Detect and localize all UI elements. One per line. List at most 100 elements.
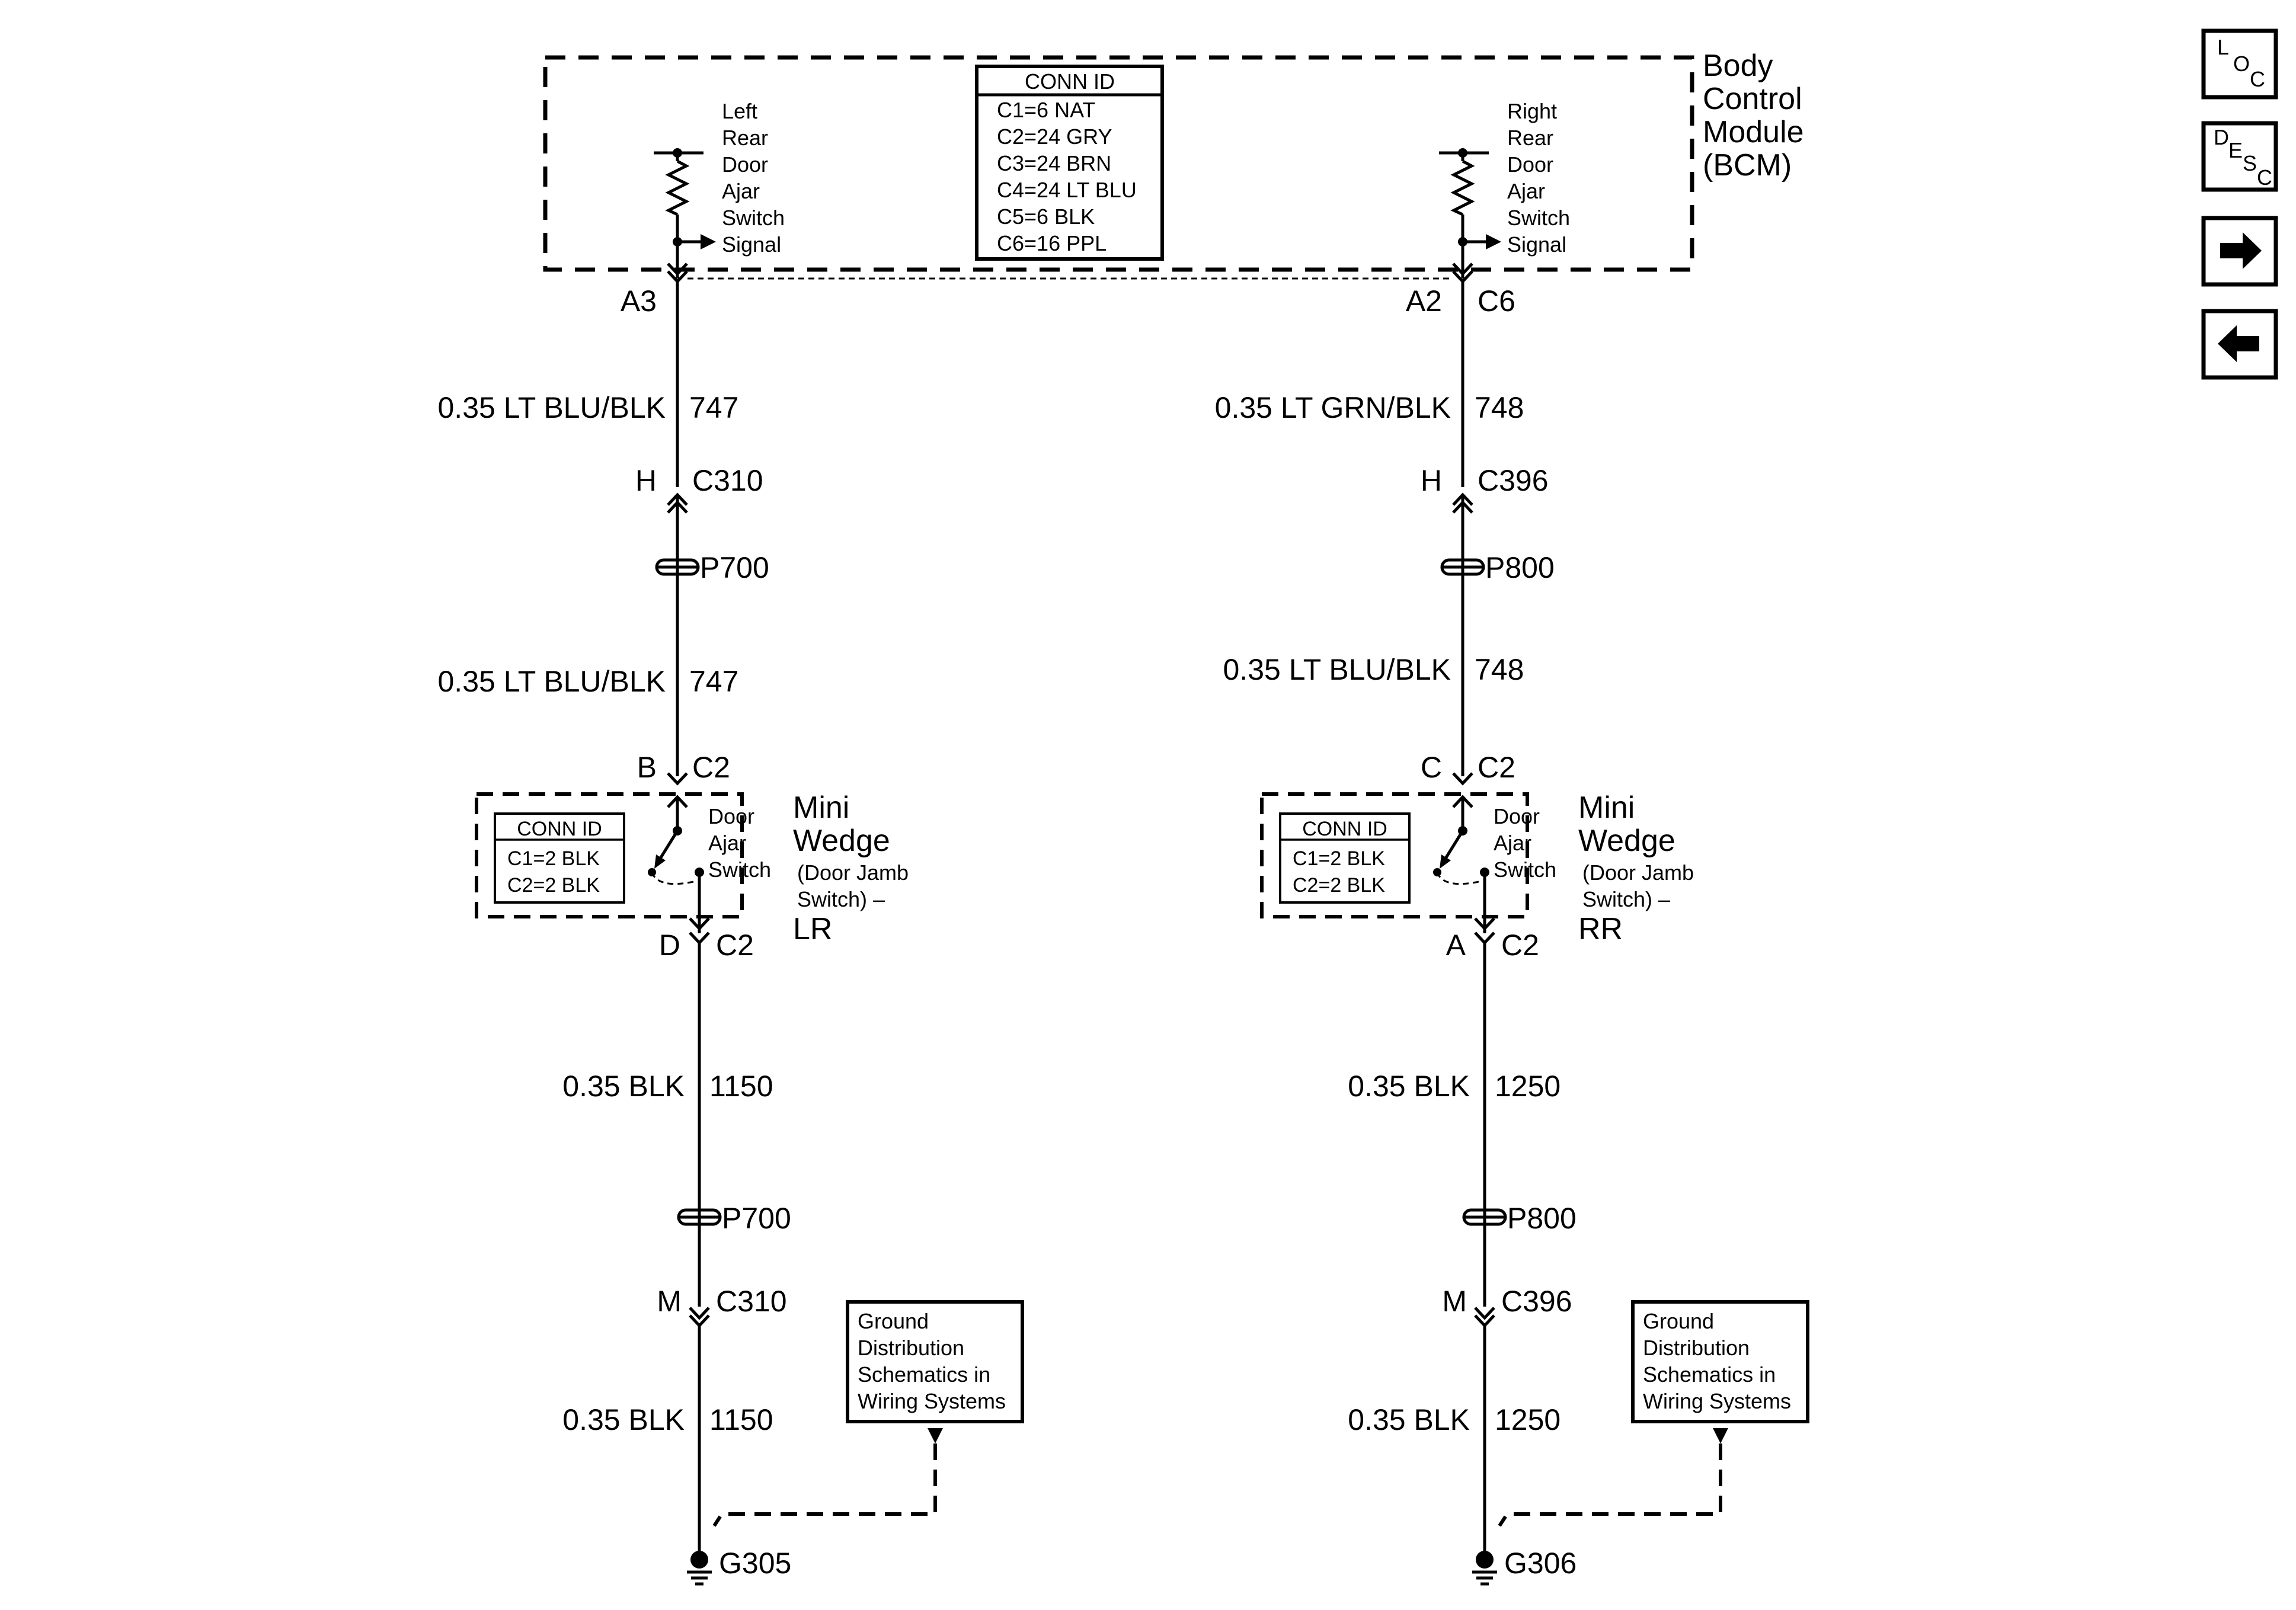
bcm-left-label: Signal <box>722 232 781 257</box>
left-wire1-circuit: 747 <box>689 391 738 424</box>
left-conn1-name: C310 <box>692 464 763 497</box>
right-ground-symbol <box>1472 1551 1497 1586</box>
right-switch-outline <box>1260 792 1529 918</box>
bcm-conn-row: C6=16 PPL <box>997 231 1107 255</box>
bcm-name-line-1: Body <box>1703 49 1773 83</box>
right-splice2 <box>1462 1208 1507 1226</box>
right-switch-desc: (Door Jamb <box>1582 860 1694 885</box>
svg-text:O: O <box>2233 52 2250 76</box>
bcm-left-label: Left <box>722 99 757 123</box>
bcm-module: Body Control Module (BCM) CONN ID C1=6 N… <box>543 49 1804 284</box>
svg-text:L: L <box>2217 35 2229 59</box>
bcm-conn-row: C4=24 LT BLU <box>997 178 1137 202</box>
arrow-right-icon <box>2220 232 2262 269</box>
left-splice1-label: P700 <box>700 551 769 584</box>
right-wire3-circuit: 1250 <box>1495 1070 1560 1103</box>
svg-text:C: C <box>2250 67 2265 91</box>
left-switch-label: Door <box>708 804 754 828</box>
left-switch-outline <box>475 792 744 918</box>
left-switch-desc: (Door Jamb <box>797 860 909 885</box>
bcm-conn-row: C1=6 NAT <box>997 98 1095 122</box>
left-switch-suffix: LR <box>793 912 832 946</box>
right-conn1-name: C396 <box>1478 464 1549 497</box>
loc-icon: L O C <box>2217 35 2265 91</box>
right-conn2-pin: M <box>1442 1285 1467 1318</box>
right-wire1-gauge-color: 0.35 LT GRN/BLK <box>1215 391 1451 424</box>
bcm-right-label: Switch <box>1507 206 1570 230</box>
right-switch-label: Switch <box>1494 857 1556 882</box>
bcm-conn-id-header: CONN ID <box>1025 69 1115 94</box>
prev-page-button[interactable] <box>2201 309 2278 380</box>
svg-text:S: S <box>2243 151 2257 175</box>
left-ground-ref-line: Ground <box>858 1309 929 1333</box>
left-bcm-pin: A3 <box>621 284 657 318</box>
bcm-left-label: Switch <box>722 206 785 230</box>
right-conn2-symbol <box>1474 1307 1495 1328</box>
left-switch-label: Ajar <box>708 831 746 855</box>
right-splice2-label: P800 <box>1507 1202 1576 1235</box>
left-ground-ref-line: Schematics in <box>858 1362 990 1387</box>
bcm-name-line-2: Control <box>1703 82 1802 116</box>
left-wire4-circuit: 1150 <box>709 1403 773 1436</box>
right-conn1-pin: H <box>1421 464 1442 497</box>
left-wire2-circuit: 747 <box>689 665 738 698</box>
right-switch-in-pin: C <box>1421 751 1442 784</box>
bcm-right-label: Rear <box>1507 126 1553 150</box>
left-ground-label: G305 <box>719 1547 791 1580</box>
right-switch-label: Door <box>1494 804 1540 828</box>
right-switch-conn-id-header: CONN ID <box>1302 818 1387 840</box>
left-switch-out-pin: D <box>659 929 680 962</box>
right-wire2-gauge-color: 0.35 LT BLU/BLK <box>1223 653 1451 686</box>
left-conn2-pin: M <box>657 1285 682 1318</box>
left-ground-reference: Ground Distribution Schematics in Wiring… <box>712 1300 1024 1527</box>
right-mini-wedge-switch: CONN ID C1=2 BLK C2=2 BLK Door Ajar Swit… <box>1260 790 1694 946</box>
right-switch-in-conn: C2 <box>1478 751 1515 784</box>
right-switch-conn-row: C1=2 BLK <box>1293 847 1385 870</box>
left-switch-desc: Switch) – <box>797 887 885 911</box>
next-page-button[interactable] <box>2201 216 2278 287</box>
right-switch-title: Mini <box>1578 790 1635 825</box>
right-circuit: A2 C6 0.35 LT GRN/BLK 748 H C396 P800 0.… <box>1215 281 1809 1586</box>
left-conn1-pin: H <box>635 464 657 497</box>
right-ground-ref-line: Wiring Systems <box>1643 1389 1791 1413</box>
bcm-left-signal-circuit: Left Rear Door Ajar Switch Signal <box>654 99 785 279</box>
right-wire2-circuit: 748 <box>1475 653 1524 686</box>
bcm-right-label: Right <box>1507 99 1557 123</box>
right-bcm-pin: A2 <box>1406 284 1442 318</box>
right-switch-out-conn: C2 <box>1501 929 1539 962</box>
right-wire3-gauge-color: 0.35 BLK <box>1348 1070 1470 1103</box>
bcm-name-line-3: Module <box>1703 115 1804 149</box>
left-ground-ref-line: Wiring Systems <box>858 1389 1006 1413</box>
bcm-left-label: Rear <box>722 126 768 150</box>
left-ground-symbol <box>687 1551 712 1586</box>
bcm-conn-row: C5=6 BLK <box>997 204 1095 229</box>
left-ground-ref-line: Distribution <box>858 1336 964 1360</box>
left-switch-conn-id-header: CONN ID <box>517 818 602 840</box>
right-splice1 <box>1440 558 1485 576</box>
right-switch-desc: Switch) – <box>1582 887 1670 911</box>
left-mini-wedge-switch: CONN ID C1=2 BLK C2=2 BLK Door Ajar Swit… <box>475 790 909 946</box>
right-ground-label: G306 <box>1504 1547 1576 1580</box>
left-wire1-gauge-color: 0.35 LT BLU/BLK <box>438 391 666 424</box>
right-switch-label: Ajar <box>1494 831 1531 855</box>
right-splice1-label: P800 <box>1485 551 1555 584</box>
left-wire2-gauge-color: 0.35 LT BLU/BLK <box>438 665 666 698</box>
bcm-left-label: Ajar <box>722 179 760 203</box>
left-switch-title: Mini <box>793 790 849 825</box>
bcm-right-label: Ajar <box>1507 179 1545 203</box>
right-switch-title: Wedge <box>1578 824 1675 858</box>
right-ground-reference: Ground Distribution Schematics in Wiring… <box>1498 1300 1809 1527</box>
desc-button[interactable]: D E S C <box>2201 121 2278 192</box>
loc-button[interactable]: L O C <box>2201 28 2278 100</box>
svg-text:D: D <box>2214 125 2229 149</box>
left-switch-conn-row: C1=2 BLK <box>507 847 600 870</box>
bcm-right-signal-circuit: Right Rear Door Ajar Switch Signal <box>1439 99 1570 279</box>
right-ground-ref-line: Schematics in <box>1643 1362 1776 1387</box>
right-switch-out-pin: A <box>1446 929 1466 962</box>
bcm-conn-id-table: CONN ID C1=6 NAT C2=24 GRY C3=24 BRN C4=… <box>975 65 1164 261</box>
left-switch-label: Switch <box>708 857 771 882</box>
left-switch-title: Wedge <box>793 824 890 858</box>
right-conn2-name: C396 <box>1501 1285 1572 1318</box>
left-splice1 <box>655 558 700 576</box>
bcm-conn-row: C2=24 GRY <box>997 124 1112 149</box>
